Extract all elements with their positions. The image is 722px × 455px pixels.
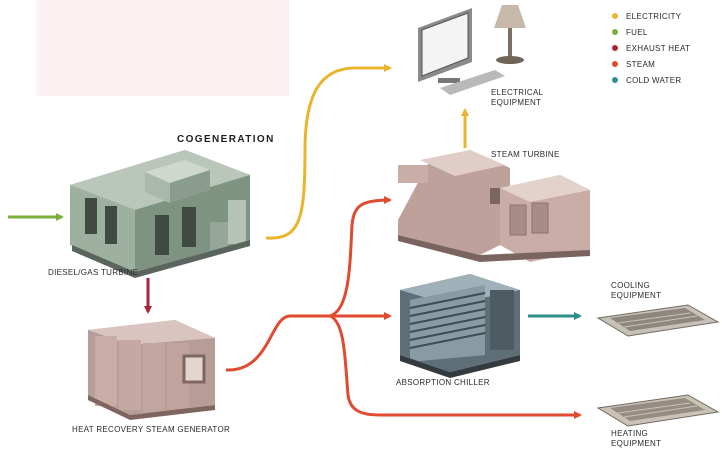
steam-turbine-label: STEAM TURBINE xyxy=(491,150,560,159)
legend-label: STEAM xyxy=(626,59,656,69)
legend-label: COLD WATER xyxy=(626,75,682,85)
cooling-equipment-label-line1: COOLING xyxy=(611,281,650,290)
legend-swatch xyxy=(612,77,618,83)
diagram-title: COGENERATION xyxy=(177,134,275,145)
steam-to-heating-arrow xyxy=(329,314,582,419)
background-panel xyxy=(36,0,289,96)
legend-label: ELECTRICITY xyxy=(626,11,682,21)
steam-turbine-machine xyxy=(398,150,590,262)
heating-equipment-label-line1: HEATING xyxy=(611,429,649,438)
legend-swatch xyxy=(612,13,618,19)
legend-label: EXHAUST HEAT xyxy=(626,43,691,53)
legend-label: FUEL xyxy=(626,27,648,37)
cooling-equipment-label-line2: EQUIPMENT xyxy=(611,291,662,300)
hrsg-machine xyxy=(88,320,215,420)
desk-lamp-icon xyxy=(494,5,526,64)
diesel-gas-turbine-machine xyxy=(70,150,250,278)
hrsg-label: HEAT RECOVERY STEAM GENERATOR xyxy=(72,425,231,434)
turbine-label: DIESEL/GAS TURBINE xyxy=(48,268,139,277)
steam-to-turbine-arrow xyxy=(329,196,392,318)
legend: ELECTRICITY FUEL EXHAUST HEAT STEAM COLD… xyxy=(612,8,720,88)
chiller-label: ABSORPTION CHILLER xyxy=(396,378,490,387)
electrical-equipment-label-line1: ELECTRICAL xyxy=(491,88,544,97)
legend-item: EXHAUST HEAT xyxy=(612,40,720,56)
computer-monitor-icon xyxy=(418,8,505,95)
legend-swatch xyxy=(612,45,618,51)
heating-equipment-label-line2: EQUIPMENT xyxy=(611,439,662,448)
legend-item: STEAM xyxy=(612,56,720,72)
legend-swatch xyxy=(612,29,618,35)
legend-item: COLD WATER xyxy=(612,72,720,88)
legend-item: FUEL xyxy=(612,24,720,40)
heating-vent-icon xyxy=(596,394,720,427)
electrical-equipment-label-line2: EQUIPMENT xyxy=(491,98,542,107)
steam-main-flow xyxy=(225,314,330,372)
cooling-vent-icon xyxy=(596,304,720,337)
electricity-flow-arrow xyxy=(265,64,392,240)
legend-swatch xyxy=(612,61,618,67)
legend-item: ELECTRICITY xyxy=(612,8,720,24)
absorption-chiller-machine xyxy=(400,274,520,378)
